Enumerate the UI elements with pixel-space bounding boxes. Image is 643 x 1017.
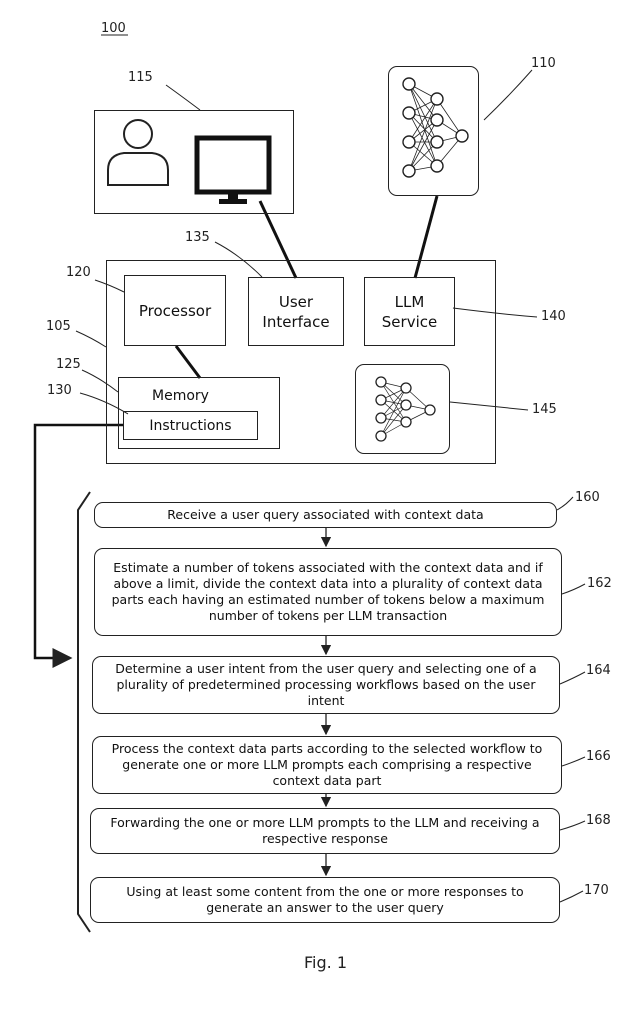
llm-service-label-2: Service: [382, 312, 437, 332]
step-162-text: Estimate a number of tokens associated w…: [105, 560, 551, 624]
processor-label: Processor: [139, 301, 211, 321]
step-166-text: Process the context data parts according…: [103, 741, 551, 789]
instructions-box: Instructions: [123, 411, 258, 440]
ref-168: 168: [586, 813, 611, 828]
user-interface-box: User Interface: [248, 277, 344, 346]
llm-service-label-1: LLM: [395, 292, 425, 312]
ref-166: 166: [586, 749, 611, 764]
ref-125: 125: [56, 357, 81, 372]
step-168: Forwarding the one or more LLM prompts t…: [90, 808, 560, 854]
figure-number: 100: [101, 21, 126, 36]
ref-145: 145: [532, 402, 557, 417]
model-panel-145: [355, 364, 450, 454]
memory-label: Memory: [152, 386, 209, 406]
ref-160: 160: [575, 490, 600, 505]
step-170: Using at least some content from the one…: [90, 877, 560, 923]
ref-120: 120: [66, 265, 91, 280]
user-device-panel: [94, 110, 294, 214]
ref-115: 115: [128, 70, 153, 85]
ref-140: 140: [541, 309, 566, 324]
ref-162: 162: [587, 576, 612, 591]
step-164: Determine a user intent from the user qu…: [92, 656, 560, 714]
figure-caption: Fig. 1: [304, 953, 347, 972]
ref-130: 130: [47, 383, 72, 398]
step-160: Receive a user query associated with con…: [94, 502, 557, 528]
user-interface-label-1: User: [279, 292, 313, 312]
llm-model-panel: [388, 66, 479, 196]
ref-170: 170: [584, 883, 609, 898]
processor-box: Processor: [124, 275, 226, 346]
ref-164: 164: [586, 663, 611, 678]
step-166: Process the context data parts according…: [92, 736, 562, 794]
step-168-text: Forwarding the one or more LLM prompts t…: [101, 815, 549, 847]
step-162: Estimate a number of tokens associated w…: [94, 548, 562, 636]
ref-105: 105: [46, 319, 71, 334]
ref-110: 110: [531, 56, 556, 71]
user-interface-label-2: Interface: [262, 312, 329, 332]
instructions-label: Instructions: [149, 418, 231, 434]
step-170-text: Using at least some content from the one…: [101, 884, 549, 916]
step-164-text: Determine a user intent from the user qu…: [103, 661, 549, 709]
llm-service-box: LLM Service: [364, 277, 455, 346]
ref-135: 135: [185, 230, 210, 245]
step-160-text: Receive a user query associated with con…: [167, 507, 483, 523]
